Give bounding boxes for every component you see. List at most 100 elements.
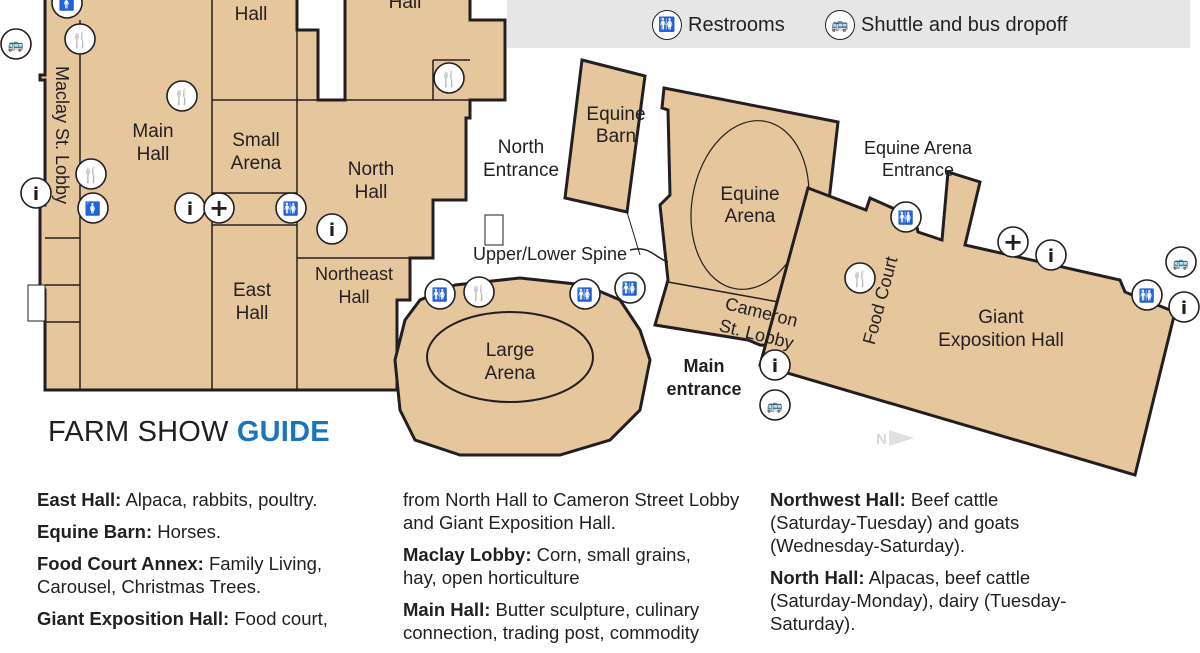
guide-entry-continued: from North Hall to Cameron Street Lobby …	[403, 489, 740, 533]
info-icon: i	[174, 192, 206, 224]
entry-text: Alpacas, beef cattle (Saturday-Monday), …	[770, 567, 1067, 634]
entry-text: Alpaca, rabbits, poultry.	[125, 489, 318, 510]
info-icon: i	[316, 213, 348, 245]
svg-text:i: i	[1048, 246, 1054, 267]
entry-name: Northwest Hall:	[770, 489, 906, 510]
map-legend: 🚻 Restrooms 🚌 Shuttle and bus dropoff	[507, 0, 1190, 48]
guide-column-2: from North Hall to Cameron Street Lobby …	[403, 488, 743, 653]
floor-map: Hall Hall Maclay St. Lobby Main Hall Sma…	[0, 0, 1200, 477]
north-entrance-label: North	[498, 137, 544, 158]
info-icon: i	[759, 349, 791, 381]
restroom-icon: 🚻	[424, 278, 456, 310]
guide-entry: North Hall: Alpacas, beef cattle (Saturd…	[770, 566, 1080, 635]
svg-text:i: i	[329, 220, 335, 241]
legend-shuttle: 🚌 Shuttle and bus dropoff	[825, 10, 1067, 40]
restroom-icon: 🚻	[569, 278, 601, 310]
guide-title-prefix: FARM SHOW	[48, 416, 229, 448]
restroom-icon: 🚻	[1131, 279, 1163, 311]
entry-name: Main Hall:	[403, 599, 491, 620]
north-arrow-label: N	[876, 431, 887, 448]
entry-text: Family Living, Carousel, Christmas Trees…	[37, 553, 323, 597]
giant-expo-label: Giant	[978, 307, 1024, 328]
annex-hall-label: Hall	[389, 0, 422, 13]
guide-column-3: Northwest Hall: Beef cattle (Saturday-Tu…	[770, 488, 1080, 644]
info-icon: i	[20, 177, 52, 209]
svg-text:🚻: 🚻	[577, 287, 593, 303]
entry-text: Horses.	[157, 521, 222, 542]
svg-text:🚻: 🚻	[283, 201, 299, 217]
giant-expo-label-2: Exposition Hall	[938, 330, 1064, 351]
guide-title-highlight: GUIDE	[236, 416, 330, 448]
large-arena-label-2: Arena	[485, 363, 536, 384]
svg-text:i: i	[1181, 298, 1187, 319]
svg-text:🍴: 🍴	[851, 270, 870, 288]
main-entrance-label: Main	[683, 356, 724, 376]
guide-entry: East Hall: Alpaca, rabbits, poultry.	[37, 488, 397, 511]
food-icon: 🍴	[75, 158, 107, 190]
first-aid-icon: +	[203, 192, 235, 224]
large-arena-floor	[426, 311, 594, 403]
guide-entry: Giant Exposition Hall: Food court,	[37, 607, 397, 630]
northwest-hall-label: Hall	[235, 4, 268, 25]
guide-entry: Northwest Hall: Beef cattle (Saturday-Tu…	[770, 488, 1080, 557]
svg-text:🍴: 🍴	[440, 70, 459, 88]
entry-text: Beef cattle (Saturday-Tuesday) and goats…	[770, 489, 1020, 556]
legend-restrooms: 🚻 Restrooms	[652, 10, 785, 40]
svg-text:🚺: 🚺	[85, 201, 101, 217]
north-arrow-icon	[889, 430, 914, 446]
spine-connector	[629, 248, 669, 263]
maclay-stairs	[27, 284, 46, 322]
guide-entry: Food Court Annex: Family Living, Carouse…	[37, 552, 357, 598]
svg-text:🍴: 🍴	[470, 284, 489, 302]
spine-label: Upper/Lower Spine	[473, 244, 627, 264]
restroom-icon: 🚻	[614, 272, 646, 304]
guide-entry: Maclay Lobby: Corn, small grains, hay, o…	[403, 543, 723, 589]
east-hall-label-2: Hall	[236, 303, 269, 324]
restroom-icon: 🚺	[77, 192, 109, 224]
food-icon: 🍴	[64, 23, 96, 55]
large-arena-label: Large	[486, 340, 535, 361]
connector-line	[626, 211, 641, 256]
north-hall-label-2: Hall	[355, 182, 388, 203]
east-hall-label: East	[233, 280, 272, 301]
svg-text:🚌: 🚌	[1173, 256, 1189, 271]
svg-text:i: i	[187, 199, 193, 220]
svg-text:i: i	[772, 356, 778, 377]
restroom-icon: 🚻	[652, 10, 682, 40]
svg-text:i: i	[33, 184, 39, 205]
svg-text:🚻: 🚻	[1139, 288, 1155, 304]
restroom-icon: 🚻	[275, 192, 307, 224]
guide-entry: Equine Barn: Horses.	[37, 520, 397, 543]
entry-name: Equine Barn:	[37, 521, 153, 542]
restroom-icon: 🚻	[890, 201, 922, 233]
equine-barn-label-2: Barn	[596, 126, 636, 147]
equine-arena-label: Equine	[720, 184, 779, 205]
north-stairs	[484, 214, 504, 246]
northeast-hall-label: Northeast	[315, 264, 393, 284]
guide-column-1: East Hall: Alpaca, rabbits, poultry. Equ…	[37, 488, 397, 639]
main-entrance-label-2: entrance	[666, 379, 741, 399]
svg-text:🚻: 🚻	[622, 281, 638, 297]
food-icon: 🍴	[433, 62, 465, 94]
entry-text: Corn, small grains, hay, open horticultu…	[403, 544, 691, 588]
equine-barn-label: Equine	[586, 104, 645, 125]
svg-text:🍴: 🍴	[173, 88, 192, 106]
bus-icon: 🚌	[1165, 246, 1197, 278]
restroom-icon: 🚹	[51, 0, 83, 19]
svg-text:🚌: 🚌	[8, 38, 24, 53]
svg-text:🍴: 🍴	[82, 166, 101, 184]
entry-name: Food Court Annex:	[37, 553, 204, 574]
svg-text:+: +	[1003, 228, 1023, 256]
small-arena-label: Small	[232, 130, 280, 151]
food-icon: 🍴	[166, 80, 198, 112]
svg-text:🚻: 🚻	[898, 210, 914, 226]
entry-name: Maclay Lobby:	[403, 544, 532, 565]
first-aid-icon: +	[997, 226, 1029, 258]
main-hall-label: Main	[132, 121, 173, 142]
maclay-lobby-label: Maclay St. Lobby	[52, 66, 72, 204]
svg-text:+: +	[209, 194, 229, 222]
svg-text:🚻: 🚻	[432, 287, 448, 303]
svg-text:🍴: 🍴	[71, 31, 90, 49]
food-icon: 🍴	[844, 262, 876, 294]
bus-icon: 🚌	[759, 389, 791, 421]
